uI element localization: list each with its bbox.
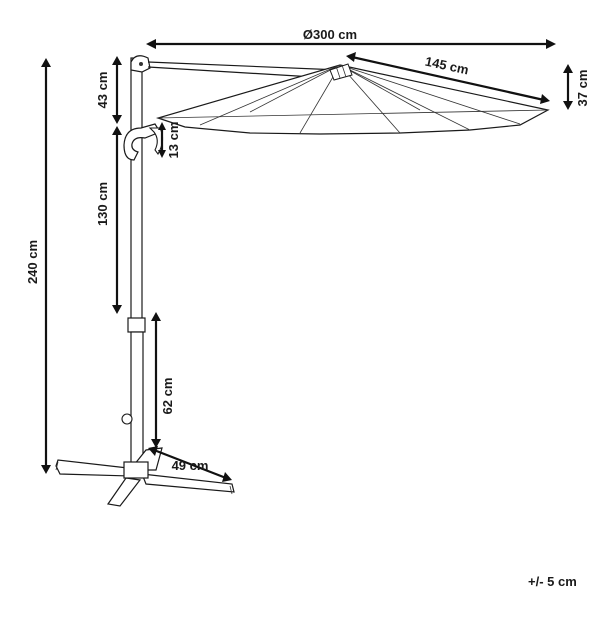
canopy-arm xyxy=(147,61,341,71)
umbrella-drawing xyxy=(55,55,550,507)
canopy-drop-label: 37 cm xyxy=(575,70,590,107)
arm-length-arrow xyxy=(351,55,545,102)
total-height-label: 240 cm xyxy=(25,240,40,284)
crank-handle xyxy=(123,123,161,161)
dimension-arrows xyxy=(41,39,573,482)
cross-base xyxy=(55,447,235,507)
base-width-arrow xyxy=(153,448,227,480)
canopy xyxy=(155,64,550,135)
handle-offset-label: 13 cm xyxy=(166,122,181,159)
clearance-label: 130 cm xyxy=(95,182,110,226)
top-section-label: 43 cm xyxy=(95,72,110,109)
pole-joint xyxy=(127,317,146,333)
diameter-label: Ø300 cm xyxy=(303,27,357,42)
lock-knob xyxy=(121,413,133,425)
lower-pole xyxy=(130,331,144,467)
base-width-label: 49 cm xyxy=(172,458,209,473)
lower-pole-label: 62 cm xyxy=(160,378,175,415)
tolerance-note: +/- 5 cm xyxy=(528,574,577,589)
upper-pole xyxy=(130,57,143,321)
